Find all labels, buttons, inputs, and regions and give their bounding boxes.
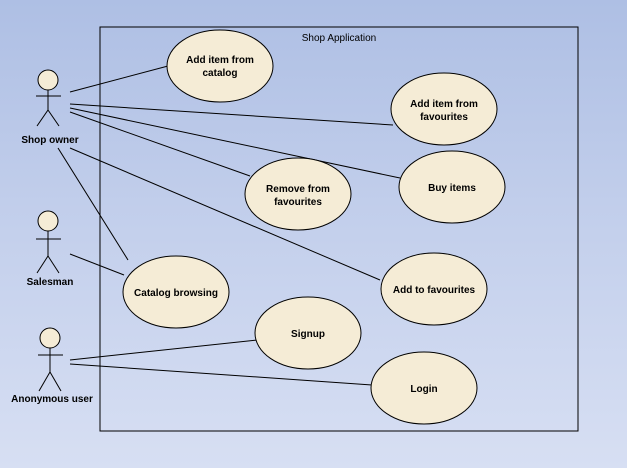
assoc-owner-add-item-favourites — [69, 103, 394, 126]
assoc-owner-remove-favourites — [69, 111, 251, 177]
assoc-owner-add-item-catalog — [69, 65, 169, 93]
use-case-signup[interactable]: Signup — [254, 296, 362, 370]
use-case-label: Add item from — [410, 99, 478, 110]
assoc-anon-signup — [69, 339, 258, 361]
use-case-remove-from-favourites[interactable]: Remove from favourites — [244, 157, 352, 231]
use-case-catalog-browsing[interactable]: Catalog browsing — [122, 255, 230, 329]
use-case-add-item-from-favourites[interactable]: Add item from favourites — [390, 72, 498, 146]
actor-label-shop-owner: Shop owner — [21, 135, 78, 146]
actor-shop-owner — [36, 69, 61, 127]
use-case-label: Login — [410, 384, 437, 395]
use-case-buy-items[interactable]: Buy items — [398, 150, 506, 224]
use-case-label: Add item from — [186, 55, 254, 66]
use-case-label: Catalog browsing — [134, 288, 218, 299]
actor-label-salesman: Salesman — [27, 277, 74, 288]
actor-label-anonymous-user: Anonymous user — [11, 394, 93, 405]
actor-salesman — [36, 210, 61, 274]
use-case-label: Signup — [291, 329, 325, 340]
actor-head-icon — [39, 327, 61, 349]
associations — [57, 65, 401, 386]
system-title: Shop Application — [302, 33, 377, 44]
use-case-label: favourites — [274, 197, 322, 208]
assoc-owner-add-to-favourites — [69, 147, 381, 281]
use-case-add-item-from-catalog[interactable]: Add item from catalog — [166, 29, 274, 103]
actor-head-icon — [37, 69, 59, 91]
actor-head-icon — [37, 210, 59, 232]
use-case-label: favourites — [420, 112, 468, 123]
use-case-label: Buy items — [428, 183, 476, 194]
assoc-anon-login — [69, 363, 373, 386]
use-case-label: Remove from — [266, 184, 330, 195]
use-case-add-to-favourites[interactable]: Add to favourites — [380, 252, 488, 326]
use-case-login[interactable]: Login — [370, 351, 478, 425]
system-boundary — [99, 26, 579, 432]
use-case-label: catalog — [202, 68, 237, 79]
assoc-owner-buy-items — [69, 107, 401, 179]
actor-anonymous-user — [38, 327, 63, 392]
use-case-label: Add to favourites — [393, 285, 476, 296]
assoc-salesman-catalog-browsing — [69, 253, 125, 276]
assoc-owner-catalog-browsing — [57, 147, 129, 261]
